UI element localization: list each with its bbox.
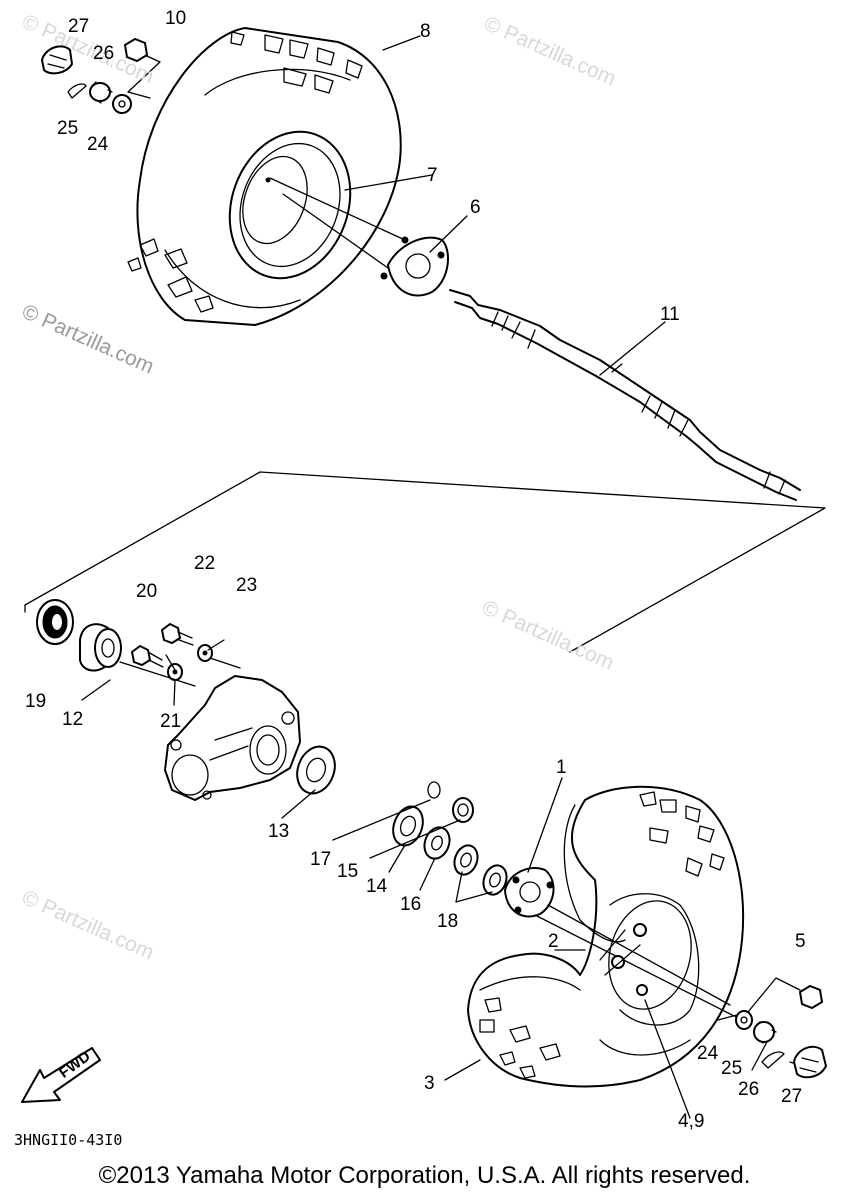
callout-label: 20: [136, 581, 158, 602]
front-axle-shaft: [449, 289, 801, 501]
bolt-20: [130, 644, 164, 668]
callout-label: 11: [660, 304, 680, 325]
callout-label: 15: [337, 861, 359, 882]
bolt-22: [160, 622, 194, 646]
callout-label: 22: [194, 553, 216, 574]
callout-label: 18: [437, 911, 459, 932]
assembly-boundary: [24, 471, 826, 653]
front-tire-top: [127, 27, 402, 326]
o-ring-17: [427, 781, 441, 799]
callout-label: 19: [25, 691, 47, 712]
callout-label: 23: [236, 575, 258, 596]
callout-label: 26: [93, 43, 115, 64]
callout-label: 27: [68, 16, 90, 37]
callout-label: 3: [424, 1073, 435, 1094]
callout-label: 7: [427, 165, 438, 186]
collar-15: [452, 797, 474, 823]
rear-tire-bottom: [467, 785, 745, 1088]
diagram-code: 3HNGII0-43I0: [14, 1131, 123, 1149]
callout-label: 8: [420, 21, 431, 42]
callout-label: 16: [400, 894, 422, 915]
callout-label: 2: [548, 931, 559, 952]
callout-label: 24: [87, 134, 109, 155]
callout-label: 26: [738, 1079, 760, 1100]
callout-label: 21: [160, 711, 182, 732]
callout-label: 25: [721, 1058, 743, 1079]
hardware-lower-right: [735, 984, 828, 1079]
callout-label: 12: [62, 709, 84, 730]
callout-label: 10: [165, 8, 187, 29]
callout-label: 17: [310, 849, 332, 870]
callout-label: 13: [268, 821, 290, 842]
seals-18: [453, 844, 508, 896]
bearing-19: [36, 599, 74, 645]
callout-label: 1: [556, 757, 567, 778]
callout-label: 6: [470, 197, 481, 218]
bearing-12: [79, 623, 122, 672]
callout-label: 27: [781, 1086, 803, 1107]
seal-13: [296, 745, 336, 795]
callout-label: 4,9: [678, 1111, 705, 1132]
callout-label: 5: [795, 931, 806, 952]
hardware-upper-left: [40, 37, 149, 114]
leader-lines-upper: [127, 35, 666, 376]
rear-hub: [504, 867, 555, 918]
callout-label: 24: [697, 1043, 719, 1064]
callout-label: 25: [57, 118, 79, 139]
fwd-arrow-icon: [21, 1047, 101, 1103]
callout-label: 14: [366, 876, 388, 897]
copyright-notice: ©2013 Yamaha Motor Corporation, U.S.A. A…: [98, 1162, 751, 1189]
front-hub-upper: [380, 236, 449, 297]
differential-housing: [164, 675, 301, 801]
